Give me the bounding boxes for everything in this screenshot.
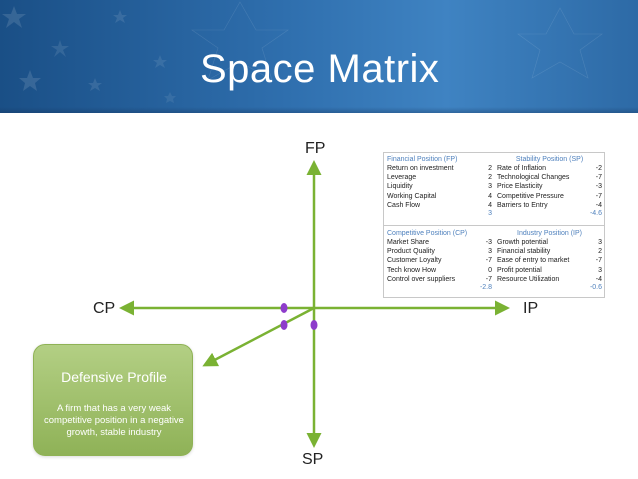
- ip-row: Resource Utilization -4: [497, 275, 602, 284]
- factor-value: 4: [488, 201, 492, 209]
- cp-quadrant: Competitive Position (CP) Market Share -3…: [384, 227, 495, 292]
- fp-title: Financial Position (FP): [387, 156, 458, 163]
- factor-label: Resource Utilization: [497, 275, 560, 283]
- factor-value: -7: [595, 174, 602, 182]
- factor-value: 3: [598, 266, 602, 274]
- factor-label: Working Capital: [387, 192, 437, 200]
- factor-label: Barriers to Entry: [497, 201, 548, 209]
- ip-axis-label: IP: [523, 300, 539, 317]
- fp-row: Return on investment 2: [387, 164, 492, 173]
- factor-value: 4: [488, 192, 492, 200]
- cp-axis-label: CP: [93, 300, 116, 317]
- sp-quadrant: Stability Position (SP) Rate of Inflatio…: [494, 153, 605, 218]
- factor-label: Price Elasticity: [497, 183, 543, 191]
- ip-row: Financial stability 2: [497, 247, 602, 256]
- slide-title: Space Matrix: [200, 47, 440, 91]
- cp-title: Competitive Position (CP): [387, 230, 468, 237]
- factor-value: 2: [488, 165, 492, 172]
- factor-value: -7: [595, 192, 602, 200]
- sp-row: Price Elasticity -3: [497, 182, 602, 191]
- factor-label: Technological Changes: [497, 174, 570, 182]
- factor-value: -4: [595, 201, 602, 209]
- factor-label: Liquidity: [387, 183, 413, 191]
- cp-row: Tech know How 0: [387, 266, 492, 275]
- factor-value: -2: [595, 165, 602, 172]
- factor-value: 0: [488, 266, 492, 274]
- ip-quadrant: Industry Position (IP) Growth potential 3…: [494, 227, 605, 292]
- profile-title: Defensive Profile: [61, 369, 167, 385]
- table-divider: [384, 225, 604, 226]
- combined-point: [280, 320, 288, 330]
- factor-label: Return on investment: [387, 165, 454, 172]
- cp-point: [280, 303, 288, 313]
- factor-label: Tech know How: [387, 266, 437, 274]
- cp-row: Customer Loyalty -7: [387, 256, 492, 265]
- cp-average: -2.8: [479, 283, 492, 291]
- sp-point: [310, 320, 318, 330]
- factor-value: 3: [488, 183, 492, 191]
- factor-label: Cash Flow: [387, 201, 421, 209]
- fp-row: Working Capital 4: [387, 192, 492, 201]
- sp-row: Rate of Inflation -2: [497, 164, 602, 173]
- factor-value: -3: [595, 183, 602, 191]
- ip-average: -0.6: [589, 283, 602, 291]
- factor-label: Ease of entry to market: [497, 257, 570, 265]
- factor-table: Financial Position (FP) Return on invest…: [383, 152, 605, 298]
- sp-title: Stability Position (SP): [515, 156, 584, 163]
- factor-value: 3: [598, 239, 602, 246]
- defensive-profile-box: Defensive Profile A firm that has a very…: [33, 344, 193, 456]
- factor-value: 2: [598, 248, 602, 256]
- ip-row: Growth potential 3: [497, 238, 602, 247]
- direction-vector: [202, 306, 315, 367]
- ip-title: Industry Position (IP): [517, 230, 582, 237]
- sp-average: -4.6: [589, 209, 602, 217]
- factor-label: Customer Loyalty: [387, 257, 442, 265]
- factor-value: -4: [595, 275, 602, 283]
- factor-value: 2: [488, 174, 492, 182]
- factor-label: Profit potential: [497, 266, 542, 274]
- factor-label: Control over suppliers: [387, 275, 456, 283]
- factor-label: Rate of Inflation: [497, 165, 547, 172]
- factor-value: -7: [485, 257, 492, 265]
- cp-row: Market Share -3: [387, 238, 492, 247]
- fp-average: 3: [488, 209, 492, 217]
- fp-row: Liquidity 3: [387, 182, 492, 191]
- ip-row: Ease of entry to market -7: [497, 256, 602, 265]
- fp-quadrant: Financial Position (FP) Return on invest…: [384, 153, 495, 218]
- ip-row: Profit potential 3: [497, 266, 602, 275]
- factor-label: Product Quality: [387, 248, 435, 256]
- factor-value: -3: [485, 239, 492, 246]
- factor-label: Leverage: [387, 174, 417, 182]
- title-banner: Space Matrix: [0, 0, 638, 113]
- factor-label: Growth potential: [497, 239, 548, 246]
- cp-row: Control over suppliers -7: [387, 275, 492, 284]
- sp-row: Competitive Pressure -7: [497, 192, 602, 201]
- factor-value: 3: [488, 248, 492, 256]
- factor-label: Market Share: [387, 239, 430, 246]
- profile-description: A firm that has a very weak competitive …: [44, 403, 184, 438]
- fp-row: Leverage 2: [387, 173, 492, 182]
- cp-row: Product Quality 3: [387, 247, 492, 256]
- sp-row: Barriers to Entry -4: [497, 201, 602, 210]
- fp-axis-label: FP: [305, 140, 326, 157]
- sp-row: Technological Changes -7: [497, 173, 602, 182]
- fp-row: Cash Flow 4: [387, 201, 492, 210]
- factor-value: -7: [595, 257, 602, 265]
- factor-value: -7: [485, 275, 492, 283]
- factor-label: Financial stability: [497, 248, 551, 256]
- factor-label: Competitive Pressure: [497, 192, 564, 200]
- sp-axis-label: SP: [302, 451, 324, 468]
- star-decoration: [2, 1, 603, 103]
